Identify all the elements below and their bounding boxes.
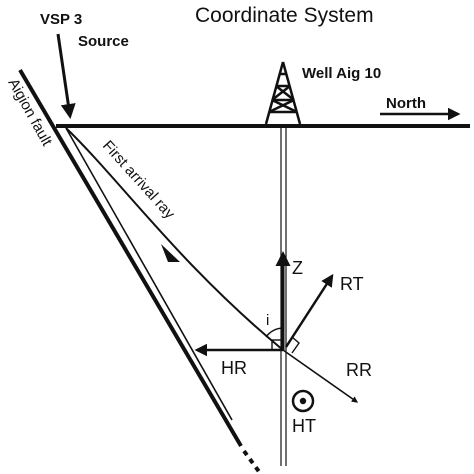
rr-axis-label: RR	[346, 360, 372, 380]
ray-arrowhead	[161, 244, 180, 262]
rr-axis-arrow	[282, 349, 359, 403]
ht-axis-dot	[299, 397, 307, 405]
hr-axis-label: HR	[221, 358, 247, 378]
rt-axis-arrow	[284, 273, 334, 348]
rt-axis-label: RT	[340, 274, 364, 294]
origin-square	[271, 339, 283, 351]
ray-label: First arrival ray	[99, 137, 178, 222]
north-label: North	[386, 95, 426, 112]
first-arrival-ray	[65, 127, 284, 351]
derrick-icon	[264, 61, 302, 125]
source-arrow	[56, 33, 76, 119]
diagram-title: Coordinate System	[195, 4, 374, 27]
well-label: Well Aig 10	[302, 65, 381, 82]
ray-boundary-line	[65, 127, 233, 421]
right-angle-marker	[291, 336, 300, 354]
source-label-line2: Source	[78, 33, 129, 50]
ht-axis-label: HT	[292, 416, 316, 436]
aigion-fault-line	[18, 68, 243, 448]
source-label-line1: VSP 3	[40, 11, 82, 28]
incidence-angle-arc	[265, 327, 284, 338]
z-axis-label: Z	[292, 258, 303, 278]
aigion-fault-dash	[242, 449, 262, 474]
incidence-angle-label: i	[266, 312, 269, 329]
